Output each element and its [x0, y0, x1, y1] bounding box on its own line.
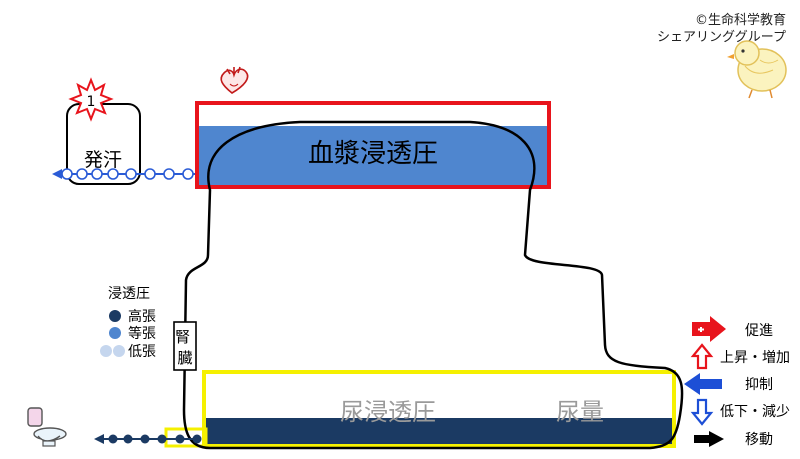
kidney-box	[173, 321, 197, 371]
hypertonic-dot-icon	[109, 310, 121, 322]
hypotonic-dot-icon-2	[113, 345, 125, 357]
kidney-label: 腎 臓	[175, 328, 195, 367]
hypotonic-label: 低張	[128, 344, 156, 360]
urine-osmolality-label: 尿浸透圧	[340, 398, 436, 426]
chick-mascot-icon	[727, 40, 787, 99]
red-right-arrow-icon	[692, 316, 726, 342]
sweat-box	[66, 103, 141, 185]
body-fluid-outline	[182, 120, 684, 450]
sweat-movement-arrow	[52, 168, 195, 180]
sweat-label: 発汗	[84, 149, 122, 171]
explosion-badge-icon	[68, 77, 114, 122]
urine-outflow-arrow	[94, 434, 202, 444]
copyright-text-2: シェアリンググループ	[657, 30, 786, 45]
plasma-osmolality-label: 血漿浸透圧	[308, 139, 438, 169]
plasma-fill	[198, 126, 549, 187]
legend-promote-label: 促進	[745, 323, 773, 339]
urine-fill	[204, 418, 674, 446]
osmo-legend-title: 浸透圧	[108, 286, 150, 302]
legend-increase-label: 上昇・増加	[720, 350, 790, 366]
plasma-frame	[195, 101, 551, 189]
blue-down-arrow-icon	[690, 398, 714, 426]
legend-move-label: 移動	[745, 432, 773, 448]
blue-left-arrow-icon	[684, 373, 722, 395]
toilet-icon	[27, 407, 67, 447]
legend-decrease-label: 低下・減少	[720, 403, 790, 420]
black-right-arrow-icon	[694, 431, 724, 447]
urine-volume-label: 尿量	[556, 398, 604, 426]
isotonic-label: 等張	[128, 325, 156, 342]
heart-icon	[220, 66, 249, 94]
legend-inhibit-label: 抑制	[745, 377, 773, 393]
copyright-text: ©生命科学教育	[695, 12, 786, 28]
red-up-arrow-icon	[690, 343, 714, 370]
hypotonic-dot-icon	[100, 345, 112, 357]
sweat-badge-number: 1	[87, 94, 96, 110]
hypertonic-label: 高張	[128, 308, 156, 325]
urine-frame	[202, 370, 676, 448]
isotonic-dot-icon	[109, 327, 121, 339]
